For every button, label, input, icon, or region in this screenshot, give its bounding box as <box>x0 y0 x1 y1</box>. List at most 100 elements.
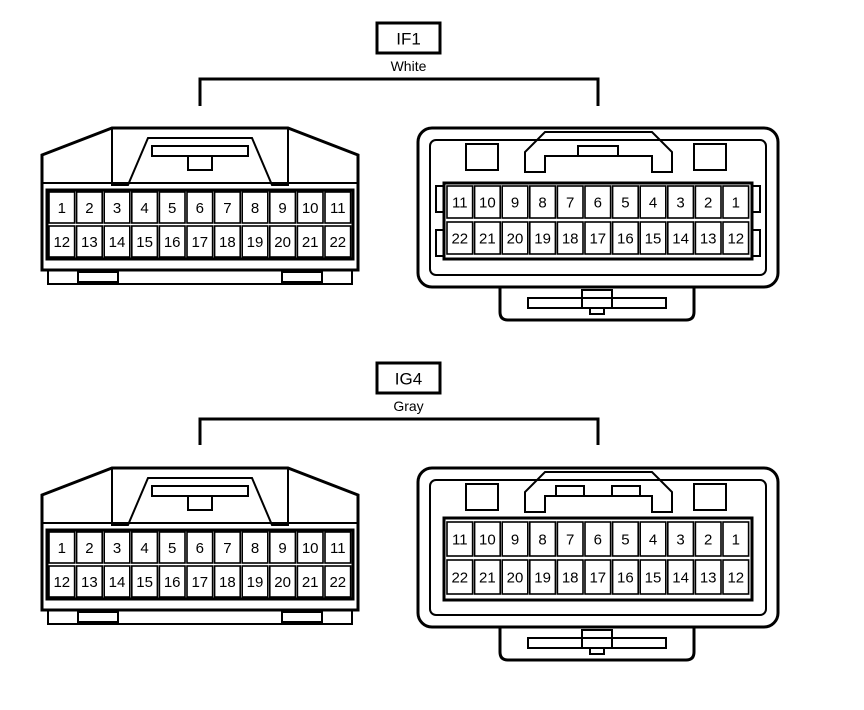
pin-number: 13 <box>700 231 717 248</box>
connector-id-box <box>375 361 442 395</box>
pin-number: 4 <box>140 540 148 557</box>
pin-number: 11 <box>452 532 468 549</box>
pin-number: 3 <box>113 200 121 217</box>
pin-cell <box>694 221 722 255</box>
pin-cell <box>75 191 103 224</box>
pin-number: 22 <box>329 234 346 251</box>
pin-cell <box>528 221 557 255</box>
pin-number: 20 <box>507 231 524 248</box>
pin-number: 12 <box>53 574 70 591</box>
pin-cell <box>241 565 269 598</box>
pin-number: 9 <box>511 532 519 549</box>
pin-number: 6 <box>594 532 602 549</box>
pin-number: 2 <box>704 195 712 212</box>
pin-number: 12 <box>53 234 70 251</box>
pin-number: 20 <box>274 234 291 251</box>
pin-cell <box>666 521 695 557</box>
pin-cell <box>75 225 103 258</box>
pin-cell <box>473 221 502 255</box>
pin-number: 5 <box>168 540 176 557</box>
pin-cell <box>639 559 667 595</box>
pin-cell <box>158 191 186 224</box>
pin-cell <box>48 225 76 258</box>
pin-cell <box>584 221 612 255</box>
pin-cell <box>722 559 750 595</box>
pin-cell <box>666 559 695 595</box>
pin-cell <box>722 185 750 219</box>
pin-number: 3 <box>676 532 684 549</box>
pin-cell <box>639 185 667 219</box>
pin-cell <box>103 225 131 258</box>
connector-color-label: White <box>391 58 427 74</box>
pin-number: 19 <box>247 234 264 251</box>
pin-number: 6 <box>594 195 602 212</box>
pin-number: 8 <box>538 532 546 549</box>
pin-number: 17 <box>191 234 208 251</box>
pin-number: 10 <box>302 540 319 557</box>
pin-cell <box>158 565 186 598</box>
pin-number: 14 <box>672 231 689 248</box>
pin-cell <box>556 185 584 219</box>
pin-number: 14 <box>109 574 126 591</box>
pin-cell <box>501 221 529 255</box>
pin-number: 4 <box>649 532 657 549</box>
pin-cell <box>611 559 639 595</box>
pin-cell <box>324 191 352 224</box>
pin-number: 2 <box>85 540 93 557</box>
pin-cell <box>584 185 612 219</box>
pin-cell <box>694 559 722 595</box>
pin-number: 13 <box>700 570 717 587</box>
pin-cell <box>666 221 695 255</box>
pin-number: 3 <box>113 540 121 557</box>
pin-number: 11 <box>330 540 346 557</box>
pin-number: 18 <box>219 234 236 251</box>
pin-cell <box>722 221 750 255</box>
pin-number: 9 <box>278 200 286 217</box>
pin-cell <box>473 559 502 595</box>
pin-cell <box>158 531 186 564</box>
pin-number: 15 <box>645 231 662 248</box>
pin-number: 15 <box>136 234 153 251</box>
pin-number: 1 <box>732 532 740 549</box>
pin-cell <box>268 191 297 224</box>
pin-number: 9 <box>511 195 519 212</box>
pin-number: 14 <box>109 234 126 251</box>
pin-number: 9 <box>278 540 286 557</box>
pin-number: 15 <box>136 574 153 591</box>
pin-number: 17 <box>191 574 208 591</box>
pin-number: 21 <box>302 234 319 251</box>
pin-number: 6 <box>196 540 204 557</box>
pin-cell <box>666 185 695 219</box>
pin-cell <box>213 565 242 598</box>
pin-number: 18 <box>219 574 236 591</box>
pin-cell <box>213 225 242 258</box>
pin-cell <box>639 521 667 557</box>
pin-number: 20 <box>507 570 524 587</box>
pin-cell <box>103 191 131 224</box>
pin-number: 16 <box>164 574 181 591</box>
pin-cell <box>611 521 639 557</box>
pin-cell <box>103 565 131 598</box>
pin-cell <box>131 565 159 598</box>
pin-cell <box>556 221 584 255</box>
pin-number: 10 <box>479 195 496 212</box>
pin-number: 16 <box>617 570 634 587</box>
pin-cell <box>296 191 324 224</box>
pin-number: 7 <box>566 532 574 549</box>
pin-number: 13 <box>81 574 98 591</box>
pin-number: 7 <box>223 200 231 217</box>
female-connector-housing <box>416 466 780 662</box>
pin-cell <box>296 565 324 598</box>
pin-cell <box>186 565 214 598</box>
pin-cell <box>639 221 667 255</box>
pin-number: 15 <box>645 570 662 587</box>
pin-number: 12 <box>727 231 744 248</box>
pin-cell <box>584 521 612 557</box>
pin-number: 20 <box>274 574 291 591</box>
pin-cell <box>446 221 474 255</box>
male-connector-housing <box>40 466 360 625</box>
pin-cell <box>48 531 76 564</box>
